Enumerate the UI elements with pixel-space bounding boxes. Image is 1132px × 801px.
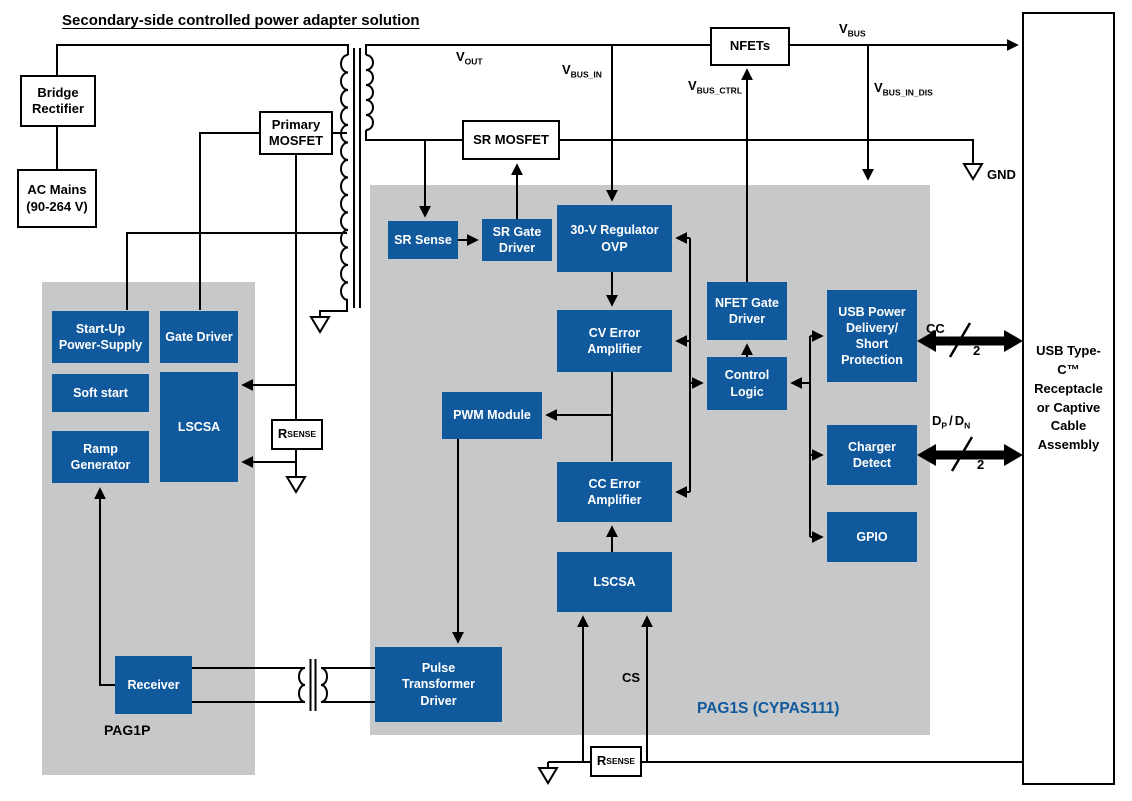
block-ramp-generator: Ramp Generator [52, 431, 149, 483]
ground-symbols [285, 163, 984, 785]
block-pulse-transformer-driver: Pulse Transformer Driver [375, 647, 502, 722]
dn-sub: N [964, 420, 971, 431]
dpdn-width-label: 2 [977, 457, 985, 472]
diagram-title: Secondary-side controlled power adapter … [62, 12, 420, 29]
rsense-secondary-sub: SENSE [606, 756, 636, 767]
vbusctrl-base: V [688, 78, 697, 93]
cc-bus-width-slash [948, 322, 972, 358]
vbusin-label: VBUS_IN [562, 62, 602, 80]
wire-gatedriver-to-primarymosfet [199, 132, 260, 310]
vbusindis-label: VBUS_IN_DIS [874, 80, 933, 98]
wire-vout [365, 44, 710, 55]
rsense-primary-sub: SENSE [287, 429, 317, 440]
vbusin-sub: BUS_IN [570, 69, 602, 80]
block-lscsa-pag1s: LSCSA [557, 552, 672, 612]
dpdn-bus-width-slash [950, 436, 974, 472]
block-cc-error-amplifier: CC Error Amplifier [557, 462, 672, 522]
dpdn-bus-arrowhead-left [917, 444, 936, 466]
secondary-winding [365, 54, 374, 131]
block-sr-gate-driver: SR Gate Driver [482, 219, 552, 261]
gnd-symbol-transformer [309, 316, 331, 334]
dn-base: D [954, 413, 965, 428]
vbusindis-base: V [874, 80, 883, 95]
pulse-transformer-symbol [298, 659, 328, 711]
vout-sub: OUT [464, 56, 483, 67]
primary-winding [340, 54, 349, 301]
pulse-transformer-winding-left [298, 667, 306, 703]
vout-label: VOUT [456, 49, 483, 67]
block-primary-mosfet: Primary MOSFET [259, 111, 333, 155]
block-ac-mains: AC Mains (90-264 V) [17, 169, 97, 228]
block-nfets: NFETs [710, 27, 790, 66]
block-lscsa-pag1p: LSCSA [160, 372, 238, 482]
cc-bus-arrowhead-right [1004, 330, 1023, 352]
block-sr-mosfet: SR MOSFET [462, 120, 560, 160]
block-regulator-ovp: 30-V Regulator OVP [557, 205, 672, 272]
block-control-logic: Control Logic [707, 357, 787, 410]
rsense-primary-base: R [277, 426, 288, 442]
dp-sub: P [941, 420, 948, 431]
block-pwm-module: PWM Module [442, 392, 542, 439]
vbus-base: V [839, 21, 848, 36]
vbusctrl-label: VBUS_CTRL [688, 78, 742, 96]
vbusin-base: V [562, 62, 571, 77]
wire-receiver-to-rampgen [94, 487, 115, 686]
block-nfet-gate-driver: NFET Gate Driver [707, 282, 787, 340]
wire-srmosfet-to-gnd [560, 139, 974, 164]
wire-rectifier-to-transformer [56, 44, 349, 75]
gnd-symbol-primary [285, 476, 307, 494]
block-charger-detect: Charger Detect [827, 425, 917, 485]
block-soft-start: Soft start [52, 374, 149, 412]
block-receiver: Receiver [115, 656, 192, 714]
block-usb-power-delivery: USB Power Delivery/ Short Protection [827, 290, 917, 382]
wire-transformer-to-srmosfet [365, 130, 462, 141]
block-usb-typec: USB Type-C™ Receptacle or Captive Cable … [1022, 12, 1115, 785]
dpdn-bus-arrowhead-right [1004, 444, 1023, 466]
vbus-sub: BUS [847, 28, 866, 39]
vbus-label: VBUS [839, 21, 866, 39]
vout-base: V [456, 49, 465, 64]
wire-group [56, 39, 1022, 768]
wire-cv-to-pwm [545, 372, 613, 421]
rsense-secondary-base: R [596, 753, 607, 769]
cc-bus-arrowhead-left [917, 330, 936, 352]
cc-bus-label: CC [926, 321, 945, 336]
gnd-symbol-right [962, 163, 984, 181]
vbusctrl-sub: BUS_CTRL [696, 85, 743, 96]
dpdn-label: DP/DN [932, 413, 970, 431]
cs-label: CS [622, 670, 641, 685]
wire-transformer-to-gnd [319, 300, 348, 317]
dpdn-separator: / [949, 413, 953, 428]
block-sr-sense: SR Sense [388, 221, 458, 259]
block-gate-driver: Gate Driver [160, 311, 238, 363]
cc-bus-width-label: 2 [973, 343, 981, 358]
pag1s-label: PAG1S (CYPAS111) [697, 700, 840, 717]
block-startup-power-supply: Start-Up Power-Supply [52, 311, 149, 363]
block-gpio: GPIO [827, 512, 917, 562]
block-cv-error-amplifier: CV Error Amplifier [557, 310, 672, 372]
usb-bus-arrows [917, 322, 1023, 472]
main-transformer-symbol [340, 48, 374, 308]
dp-base: D [932, 413, 942, 428]
pag1p-label: PAG1P [104, 722, 151, 738]
gnd-label: GND [987, 167, 1016, 182]
pulse-transformer-winding-right [320, 667, 328, 703]
wire-aux-to-startup [126, 232, 347, 310]
block-bridge-rectifier: Bridge Rectifier [20, 75, 96, 127]
vbusindis-sub: BUS_IN_DIS [882, 87, 933, 98]
gnd-symbol-bottom [537, 767, 559, 785]
